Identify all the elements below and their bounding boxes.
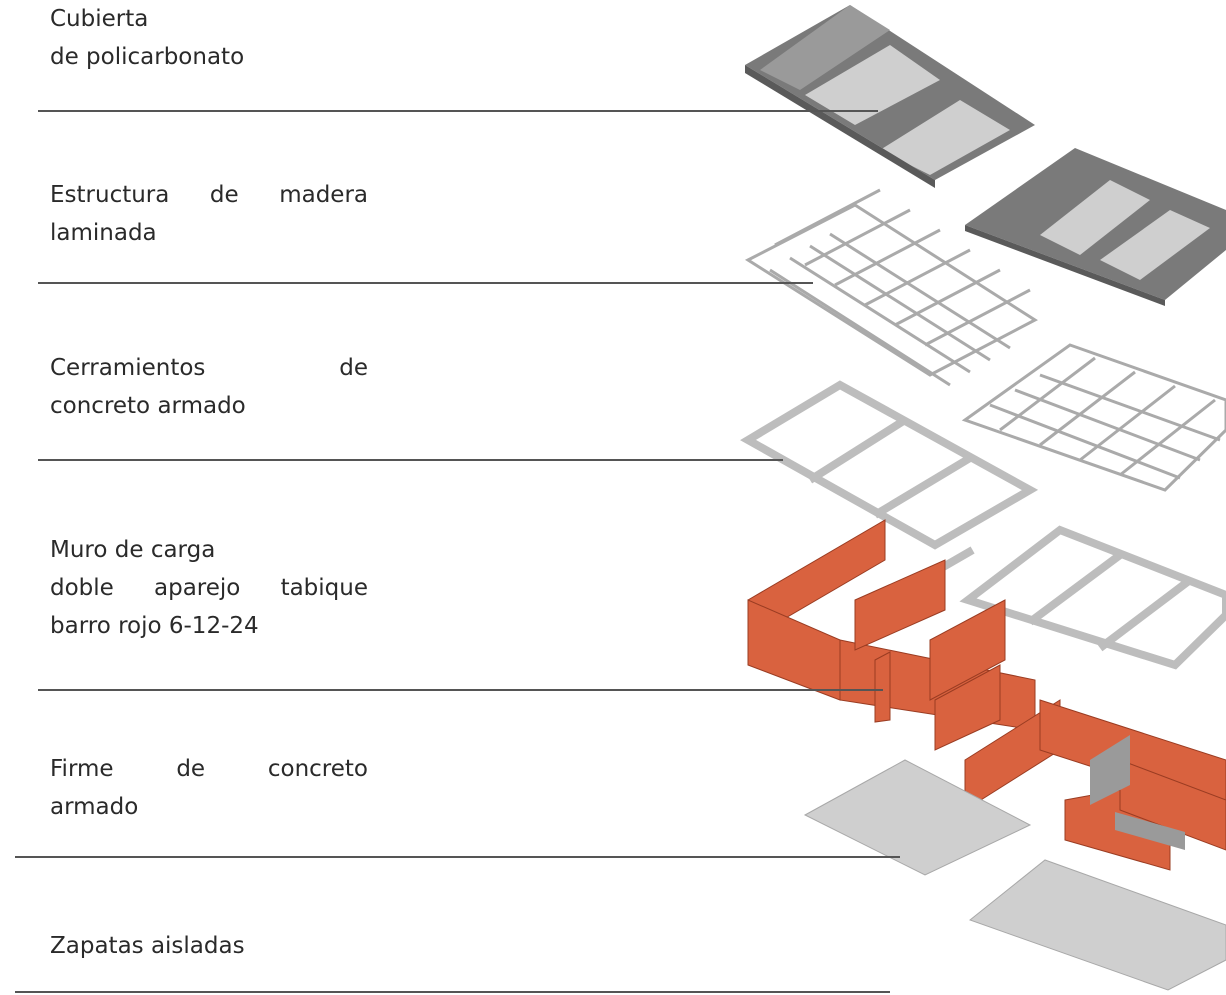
label-line: Cubierta xyxy=(50,6,149,32)
concrete-floor-slab-left xyxy=(803,759,1032,876)
leader-line-muro xyxy=(38,689,883,691)
leader-line-firme xyxy=(15,856,900,858)
label-line: Zapatas aisladas xyxy=(50,933,245,959)
label-line: Muro de carga xyxy=(50,537,216,563)
laminated-timber-structure-right xyxy=(961,343,1226,492)
polycarbonate-roof-right xyxy=(965,148,1226,306)
label-muro: Muro de carga doble aparejo tabique barr… xyxy=(50,531,368,645)
label-line: laminada xyxy=(50,220,157,246)
label-line: Firme de concreto xyxy=(50,756,368,782)
concrete-floor-slab-right xyxy=(968,859,1226,991)
label-line: Cerramientos de xyxy=(50,355,368,381)
leader-line-estructura xyxy=(38,282,813,284)
concrete-enclosure-left xyxy=(740,380,1039,550)
label-line: doble aparejo tabique xyxy=(50,575,368,601)
leader-line-cubierta xyxy=(38,110,878,112)
label-line: Estructura de madera xyxy=(50,182,368,208)
label-cerramientos: Cerramientos de concreto armado xyxy=(50,349,368,425)
label-zapatas: Zapatas aisladas xyxy=(50,927,368,965)
label-line: de policarbonato xyxy=(50,44,245,70)
brick-load-bearing-wall-left xyxy=(747,519,1036,751)
laminated-timber-structure-left xyxy=(744,188,1038,387)
label-firme: Firme de concreto armado xyxy=(50,750,368,826)
label-line: concreto armado xyxy=(50,393,246,419)
label-cubierta: Cubierta de policarbonato xyxy=(50,0,368,76)
grey-partition-panels xyxy=(1090,735,1185,850)
concrete-enclosure-right xyxy=(959,525,1226,670)
label-line: barro rojo 6-12-24 xyxy=(50,613,259,639)
leader-line-zapatas xyxy=(15,991,890,993)
concrete-piece xyxy=(940,546,975,571)
label-line: armado xyxy=(50,794,139,820)
polycarbonate-roof-left xyxy=(745,5,1035,188)
leader-line-cerramientos xyxy=(38,459,783,461)
brick-load-bearing-wall-right xyxy=(964,699,1226,871)
label-estructura: Estructura de madera laminada xyxy=(50,176,368,252)
